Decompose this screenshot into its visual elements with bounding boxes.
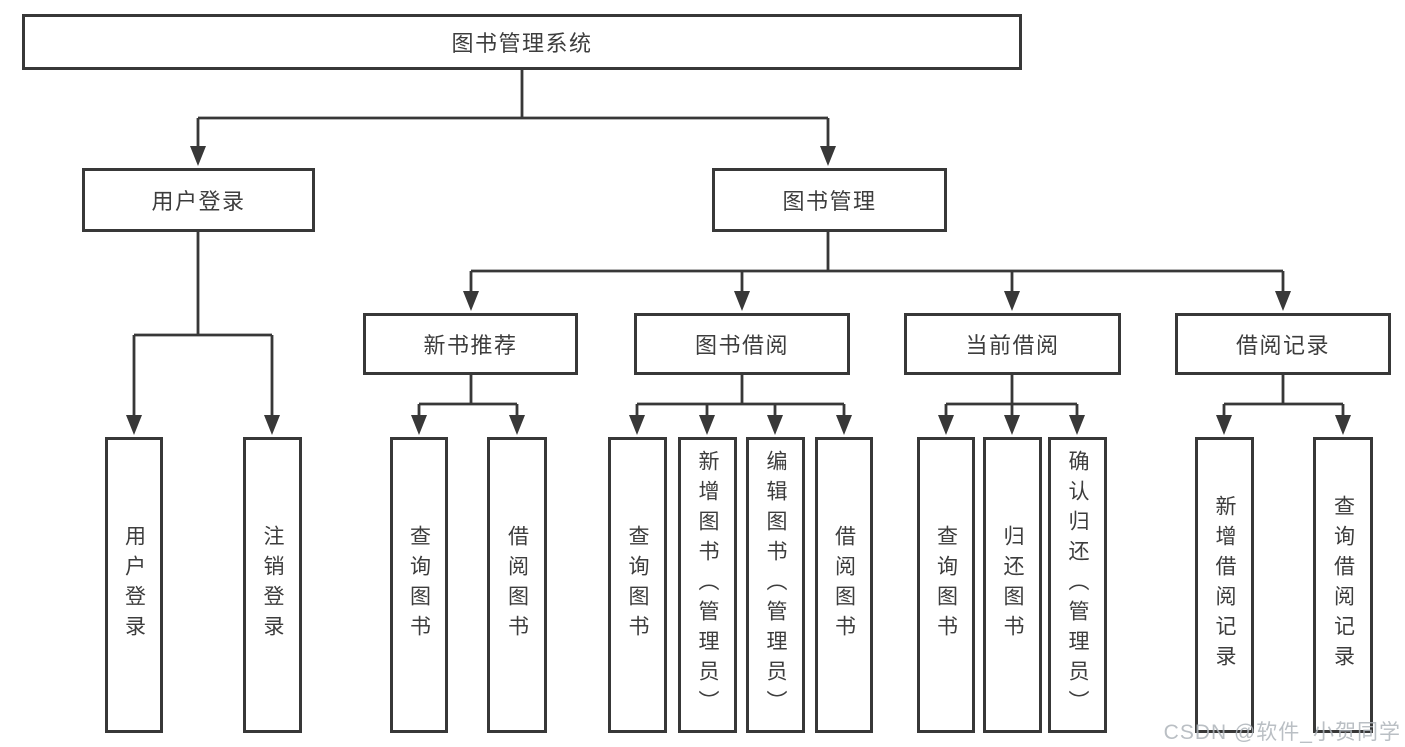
connector-root-to-level2	[196, 70, 830, 150]
node-label: 借阅记录	[1235, 333, 1330, 358]
connector-book-management-children	[469, 232, 1285, 294]
node-book-borrowing: 图书借阅	[634, 313, 850, 375]
arrowhead-icon	[1004, 415, 1020, 435]
arrowhead-icon	[411, 415, 427, 435]
arrowhead-icon	[699, 415, 715, 435]
node-label: 用户登录	[122, 525, 146, 645]
node-label: 查询图书	[626, 525, 649, 645]
node-label: 借阅图书	[832, 525, 856, 645]
node-current-confirm-return-admin: 确认归还（管理员）	[1048, 437, 1107, 733]
arrowhead-icon	[820, 146, 836, 166]
connector-borrowing-records-children	[1222, 375, 1345, 417]
node-current-return-books: 归还图书	[983, 437, 1042, 733]
arrowhead-icon	[509, 415, 525, 435]
arrowhead-icon	[629, 415, 645, 435]
connector-new-book-recommend-children	[417, 375, 519, 417]
node-label: 查询借阅记录	[1331, 495, 1355, 675]
node-label: 新书推荐	[423, 333, 518, 358]
node-label: 归还图书	[1001, 525, 1024, 645]
arrowhead-icon	[264, 415, 280, 435]
node-logout-leaf: 注销登录	[243, 437, 302, 733]
node-label: 图书借阅	[694, 333, 789, 358]
arrowhead-icon	[1216, 415, 1232, 435]
arrowhead-icon	[836, 415, 852, 435]
node-label: 图书管理系统	[451, 31, 593, 56]
node-borrowing-query-books: 查询图书	[608, 437, 667, 733]
arrowhead-icon	[126, 415, 142, 435]
connector-current-borrowing-children	[944, 375, 1079, 417]
connector-book-borrowing-children	[635, 375, 846, 417]
node-borrowing-records: 借阅记录	[1175, 313, 1391, 375]
arrowhead-icon	[767, 415, 783, 435]
node-book-management: 图书管理	[712, 168, 947, 232]
node-records-query-record: 查询借阅记录	[1313, 437, 1373, 733]
node-label: 查询图书	[407, 525, 431, 645]
node-label: 查询图书	[934, 525, 958, 645]
csdn-watermark: CSDN @软件_小贺同学	[1163, 721, 1401, 744]
connector-user-login-children	[132, 232, 274, 418]
node-label: 新增借阅记录	[1213, 495, 1236, 675]
node-records-add-record: 新增借阅记录	[1195, 437, 1254, 733]
node-borrowing-edit-books-admin: 编辑图书（管理员）	[746, 437, 805, 733]
arrowhead-icon	[734, 291, 750, 311]
arrowhead-icon	[1004, 291, 1020, 311]
arrowhead-icon	[463, 291, 479, 311]
node-current-query-books: 查询图书	[917, 437, 975, 733]
arrowhead-icon	[1335, 415, 1351, 435]
node-label: 用户登录	[151, 189, 246, 214]
node-label: 借阅图书	[505, 525, 529, 645]
node-recommend-query-books: 查询图书	[390, 437, 448, 733]
arrowhead-icon	[190, 146, 206, 166]
node-borrowing-add-books-admin: 新增图书（管理员）	[678, 437, 737, 733]
node-new-book-recommend: 新书推荐	[363, 313, 578, 375]
node-label: 编辑图书（管理员）	[764, 450, 787, 720]
node-borrowing-borrow-books: 借阅图书	[815, 437, 873, 733]
node-current-borrowing: 当前借阅	[904, 313, 1121, 375]
node-user-login: 用户登录	[82, 168, 315, 232]
node-label: 注销登录	[261, 525, 284, 645]
arrowhead-icon	[1069, 415, 1085, 435]
node-label: 确认归还（管理员）	[1066, 450, 1089, 720]
node-label: 新增图书（管理员）	[696, 450, 719, 720]
arrowhead-icon	[938, 415, 954, 435]
node-label: 图书管理	[782, 189, 877, 214]
node-recommend-borrow-books: 借阅图书	[487, 437, 547, 733]
node-root: 图书管理系统	[22, 14, 1022, 70]
node-user-login-leaf: 用户登录	[105, 437, 163, 733]
node-label: 当前借阅	[965, 333, 1060, 358]
arrowhead-icon	[1275, 291, 1291, 311]
